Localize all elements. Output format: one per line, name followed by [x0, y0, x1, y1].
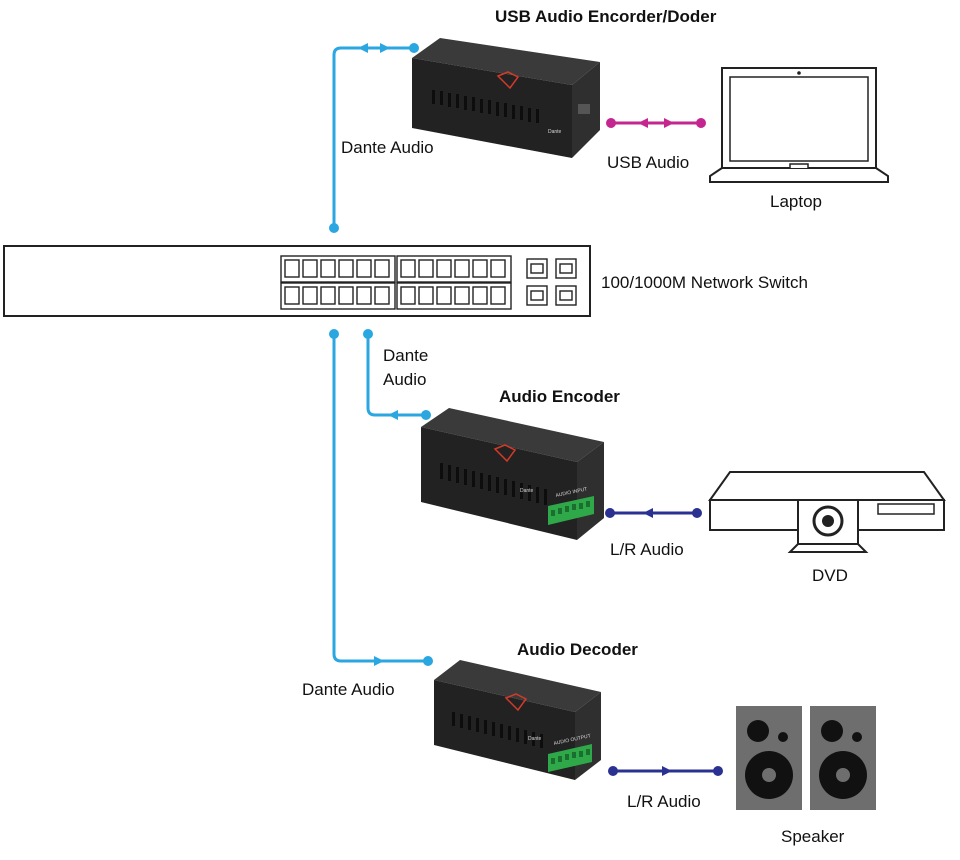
encoder-terminal-block [548, 496, 594, 525]
audio-decoder-device: Dante AUDIO OUTPUT [434, 660, 601, 780]
dante-connection-top [329, 43, 419, 233]
dante-connection-bottom [329, 329, 433, 666]
speaker-label: Speaker [781, 827, 845, 846]
lr-connection-decoder [608, 766, 723, 776]
audio-decoder-title: Audio Decoder [517, 640, 638, 659]
audio-decoder-brand: Dante [528, 736, 542, 742]
switch-ports [280, 255, 577, 310]
laptop-icon [709, 67, 889, 183]
decoder-terminal-block [548, 744, 592, 772]
network-switch [3, 245, 591, 317]
audio-encoder-device: Dante AUDIO INPUT [421, 408, 604, 540]
lr-connection-encoder [605, 508, 702, 518]
usb-encoder-vents [432, 90, 539, 123]
usb-encoder-device: Dante [412, 38, 600, 158]
dvd-label: DVD [812, 566, 848, 585]
speaker-right [810, 706, 876, 810]
audio-encoder-vents [440, 463, 547, 505]
lr-audio-label-encoder: L/R Audio [610, 540, 684, 559]
speaker-icon [736, 706, 876, 810]
brand-logo-icon [504, 693, 528, 712]
brand-logo-icon [496, 71, 520, 90]
brand-logo-icon [493, 444, 517, 463]
dante-audio-label-top: Dante Audio [341, 138, 434, 157]
dvd-player-icon [708, 471, 946, 553]
dante-audio-label-middle-2: Audio [383, 370, 426, 389]
speaker-left [736, 706, 802, 810]
dante-audio-label-bottom: Dante Audio [302, 680, 395, 699]
audio-decoder-vents [452, 712, 543, 748]
usb-connection [606, 118, 706, 128]
usb-encoder-brand: Dante [548, 129, 562, 135]
dante-connection-middle [363, 329, 431, 420]
usb-encoder-title: USB Audio Encorder/Doder [495, 7, 717, 26]
audio-encoder-brand: Dante [520, 488, 534, 494]
laptop-label: Laptop [770, 192, 822, 211]
usb-audio-label: USB Audio [607, 153, 689, 172]
dante-audio-label-middle-1: Dante [383, 346, 428, 365]
lr-audio-label-decoder: L/R Audio [627, 792, 701, 811]
network-switch-label: 100/1000M Network Switch [601, 273, 808, 292]
audio-encoder-title: Audio Encoder [499, 387, 620, 406]
